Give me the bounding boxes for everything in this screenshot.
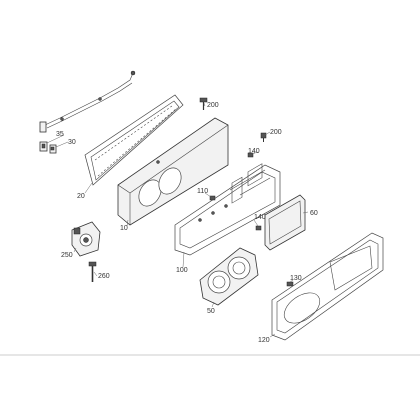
part-bolt-260 [88, 261, 97, 282]
part-connector-30 [49, 144, 57, 154]
part-screw-140-top [247, 152, 254, 158]
part-clip-130 [286, 281, 294, 287]
callout-200-right: 200 [270, 129, 282, 136]
callout-35: 35 [56, 131, 64, 138]
callout-10: 10 [120, 225, 128, 232]
callout-200-top: 200 [207, 102, 219, 109]
part-screw-200-top [199, 97, 208, 110]
callout-250: 250 [61, 252, 73, 259]
callout-110: 110 [197, 188, 208, 195]
part-screw-110 [209, 195, 216, 201]
part-screw-140-lower [255, 225, 262, 231]
part-gauge-cluster-50 [199, 247, 259, 306]
part-display-module-60 [264, 194, 306, 251]
part-board-frame-100 [174, 163, 281, 256]
part-bracket-250 [71, 221, 101, 257]
callout-20: 20 [77, 193, 85, 200]
part-screw-200-right [260, 132, 267, 142]
callout-140-top: 140 [248, 148, 260, 155]
callout-30: 30 [68, 139, 76, 146]
callout-100: 100 [176, 267, 188, 274]
callout-50: 50 [207, 308, 215, 315]
leader-lines [46, 102, 309, 338]
callout-60: 60 [310, 210, 318, 217]
callout-140-lower: 140 [254, 214, 266, 221]
part-front-panel-10 [117, 117, 229, 226]
part-panel-frame-20 [84, 94, 184, 186]
part-wire-harness [39, 70, 136, 133]
callout-120: 120 [258, 337, 270, 344]
part-connector-35 [39, 141, 48, 152]
callout-260: 260 [98, 273, 110, 280]
part-front-bezel-120 [271, 232, 384, 341]
callout-130: 130 [290, 275, 302, 282]
